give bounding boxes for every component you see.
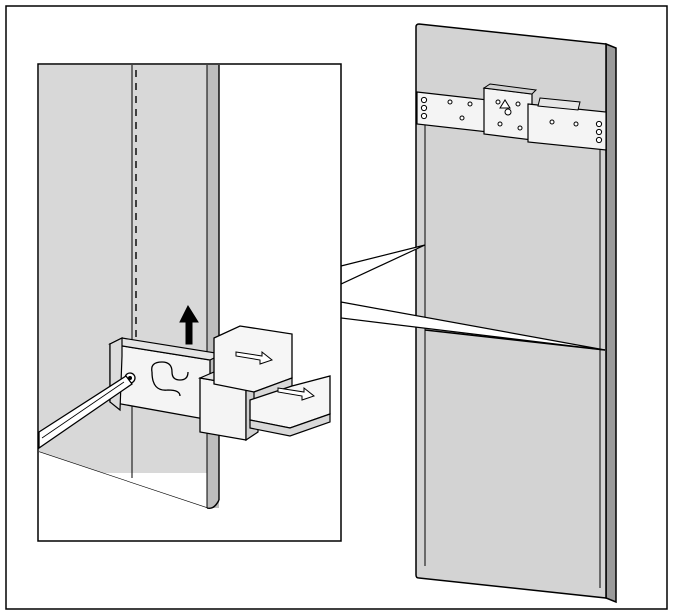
inset-slide-tabs <box>213 325 331 437</box>
bracket-holes <box>420 96 603 144</box>
detail-inset <box>37 63 342 542</box>
door-panel-side <box>605 42 617 604</box>
screwdriver-highlight <box>41 381 125 439</box>
inset-bracket-lip <box>109 337 123 412</box>
top-mounting-bracket <box>416 83 607 151</box>
bracket-slot <box>499 99 511 109</box>
door-panel-face <box>415 23 607 599</box>
screwdriver-shaft <box>38 375 133 450</box>
up-arrow-icon <box>179 304 199 345</box>
screwdriver-icon <box>38 375 133 450</box>
bracket-plate-middle-top <box>482 83 538 95</box>
inset-bracket-keyhole <box>151 361 189 397</box>
tab-arrow-upper <box>235 350 274 365</box>
inset-panel-edge-strip <box>207 65 219 508</box>
slide-tab-lower-front <box>249 413 331 437</box>
inset-edge-bottom <box>206 499 220 510</box>
tab-arrow-lower <box>277 386 316 401</box>
inset-panel-below <box>39 452 207 540</box>
bracket-plate-right-top <box>537 97 581 111</box>
bracket-plate-right <box>527 103 607 151</box>
